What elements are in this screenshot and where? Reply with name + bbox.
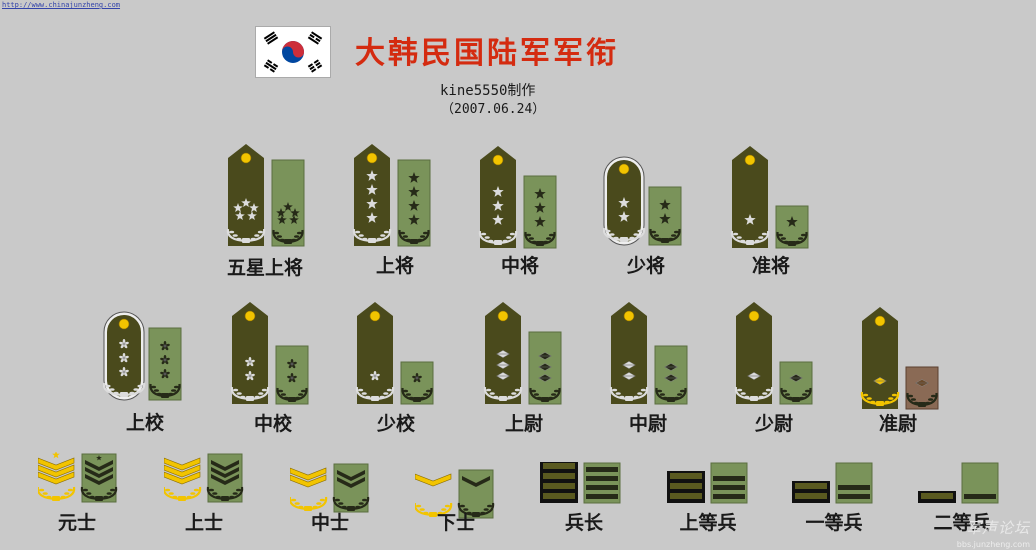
shoulder-board-star-icon bbox=[226, 144, 305, 247]
rank-insignia-group bbox=[350, 142, 432, 252]
rank-insignia-group bbox=[288, 462, 374, 518]
shoulder-board-star-icon bbox=[352, 144, 431, 247]
enlisted-bar-icon bbox=[667, 462, 748, 504]
author-credit: kine5550制作 bbox=[440, 83, 536, 99]
rank-insignia-group bbox=[607, 300, 689, 410]
rank-insignia-group bbox=[792, 462, 876, 508]
rank-label: 上等兵 bbox=[679, 512, 737, 534]
rank-label: 少校 bbox=[376, 413, 415, 435]
nco-chevron-icon bbox=[413, 469, 495, 519]
rank-label: 少将 bbox=[626, 255, 665, 277]
rank-insignia-group bbox=[732, 300, 814, 410]
nco-chevron-icon bbox=[36, 451, 118, 503]
shoulder-board-mugunghwa-icon bbox=[355, 302, 434, 405]
rank-insignia-group bbox=[481, 300, 563, 410]
enlisted-bar-icon bbox=[918, 462, 999, 504]
watermark-text: 军声论坛 bbox=[965, 519, 1030, 537]
nco-chevron-icon bbox=[162, 453, 244, 503]
rank-insignia-group bbox=[224, 142, 306, 252]
rank-label: 一等兵 bbox=[805, 512, 863, 534]
rank-insignia-group bbox=[413, 468, 499, 524]
enlisted-bar-icon bbox=[792, 462, 873, 504]
rank-label: 少尉 bbox=[754, 413, 793, 435]
shoulder-board-mugunghwa-icon bbox=[102, 311, 182, 401]
rank-insignia-group bbox=[476, 144, 558, 254]
enlisted-bar-icon bbox=[540, 461, 621, 504]
rank-insignia-group bbox=[36, 451, 122, 508]
shoulder-board-gold-diamond-icon bbox=[860, 307, 939, 410]
rank-label: 兵长 bbox=[564, 512, 603, 534]
rank-label: 上校 bbox=[125, 412, 164, 434]
rank-insignia-group bbox=[540, 461, 624, 508]
rank-label: 上尉 bbox=[504, 413, 543, 435]
shoulder-board-star-icon bbox=[730, 146, 809, 249]
shoulder-board-star-icon bbox=[602, 156, 682, 246]
rank-label: 中校 bbox=[253, 413, 292, 435]
rank-label: 二等兵 bbox=[933, 512, 991, 534]
rank-label: 中尉 bbox=[628, 413, 667, 435]
shoulder-board-diamond-icon bbox=[734, 302, 813, 405]
rank-insignia-group bbox=[858, 305, 940, 415]
rank-label: 中士 bbox=[310, 512, 349, 534]
rank-label: 上将 bbox=[375, 255, 414, 277]
rank-label: 准将 bbox=[751, 255, 790, 277]
rank-label: 准尉 bbox=[878, 413, 917, 435]
rank-label: 元士 bbox=[57, 512, 96, 534]
rank-label: 中将 bbox=[500, 255, 539, 277]
shoulder-board-mugunghwa-icon bbox=[230, 302, 309, 405]
page-title: 大韩民国陆军军衔 bbox=[355, 36, 619, 71]
date-stamp: （2007.06.24） bbox=[441, 102, 546, 117]
rank-label: 上士 bbox=[184, 512, 223, 534]
korean-flag-icon bbox=[255, 26, 331, 78]
source-url[interactable]: http://www.chinajunzheng.com bbox=[2, 1, 121, 9]
rank-insignia-group bbox=[918, 462, 1002, 508]
shoulder-board-star-icon bbox=[478, 146, 557, 249]
rank-insignia-group bbox=[102, 310, 189, 406]
shoulder-board-diamond-icon bbox=[483, 302, 562, 405]
rank-insignia-group bbox=[353, 300, 435, 410]
rank-insignia-group bbox=[162, 452, 248, 508]
rank-label: 下士 bbox=[436, 512, 475, 534]
rank-label: 五星上将 bbox=[226, 257, 303, 279]
rank-insignia-group bbox=[728, 144, 810, 254]
rank-insignia-group bbox=[228, 300, 310, 410]
rank-insignia-group bbox=[602, 155, 689, 251]
nco-chevron-icon bbox=[288, 463, 370, 513]
rank-insignia-group bbox=[667, 462, 751, 508]
watermark-url: bbs.junzheng.com bbox=[956, 540, 1030, 549]
shoulder-board-diamond-icon bbox=[609, 302, 688, 405]
